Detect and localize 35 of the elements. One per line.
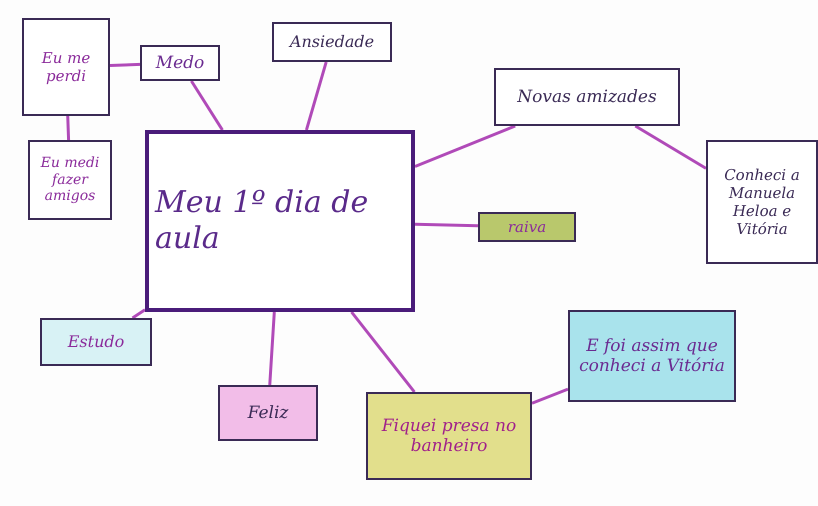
- topic-text: Conheci a Manuela Heloa e Vitória: [723, 166, 801, 238]
- connector-line: [132, 308, 146, 320]
- topic-box: [22, 18, 110, 116]
- connector-line: [350, 311, 416, 393]
- topic-box: [366, 392, 532, 480]
- connector-line: [190, 80, 224, 131]
- connector-line: [268, 312, 276, 386]
- topic-text: Estudo: [68, 332, 124, 352]
- connector-line: [414, 222, 478, 228]
- connector-line: [531, 388, 569, 405]
- topic-text: Eu medi fazer amigos: [40, 154, 100, 206]
- topic-box: [28, 140, 112, 220]
- topic-text: Fiquei presa no banheiro: [380, 416, 518, 456]
- topic-box: [218, 385, 318, 441]
- topic-box: [272, 22, 392, 62]
- topic-text: raiva: [508, 218, 546, 236]
- connector-line: [66, 116, 70, 140]
- topic-text: Eu me perdi: [40, 49, 92, 85]
- topic-text: Feliz: [248, 402, 288, 424]
- central-topic-box: [145, 130, 415, 312]
- topic-text: Novas amizades: [517, 86, 657, 108]
- topic-box: [140, 45, 220, 81]
- topic-box: [494, 68, 680, 126]
- topic-text: Meu 1º dia de aula: [155, 185, 370, 257]
- connector-line: [634, 124, 707, 170]
- topic-text: E foi assim que conheci a Vitória: [578, 336, 726, 376]
- topic-text: Ansiedade: [290, 32, 374, 52]
- topic-text: Medo: [156, 52, 204, 74]
- topic-box: [40, 318, 152, 366]
- topic-box: [706, 140, 818, 264]
- connector-line: [110, 62, 140, 67]
- topic-box: [568, 310, 736, 402]
- connector-line: [305, 62, 328, 130]
- connector-line: [414, 124, 516, 168]
- topic-box: [478, 212, 576, 242]
